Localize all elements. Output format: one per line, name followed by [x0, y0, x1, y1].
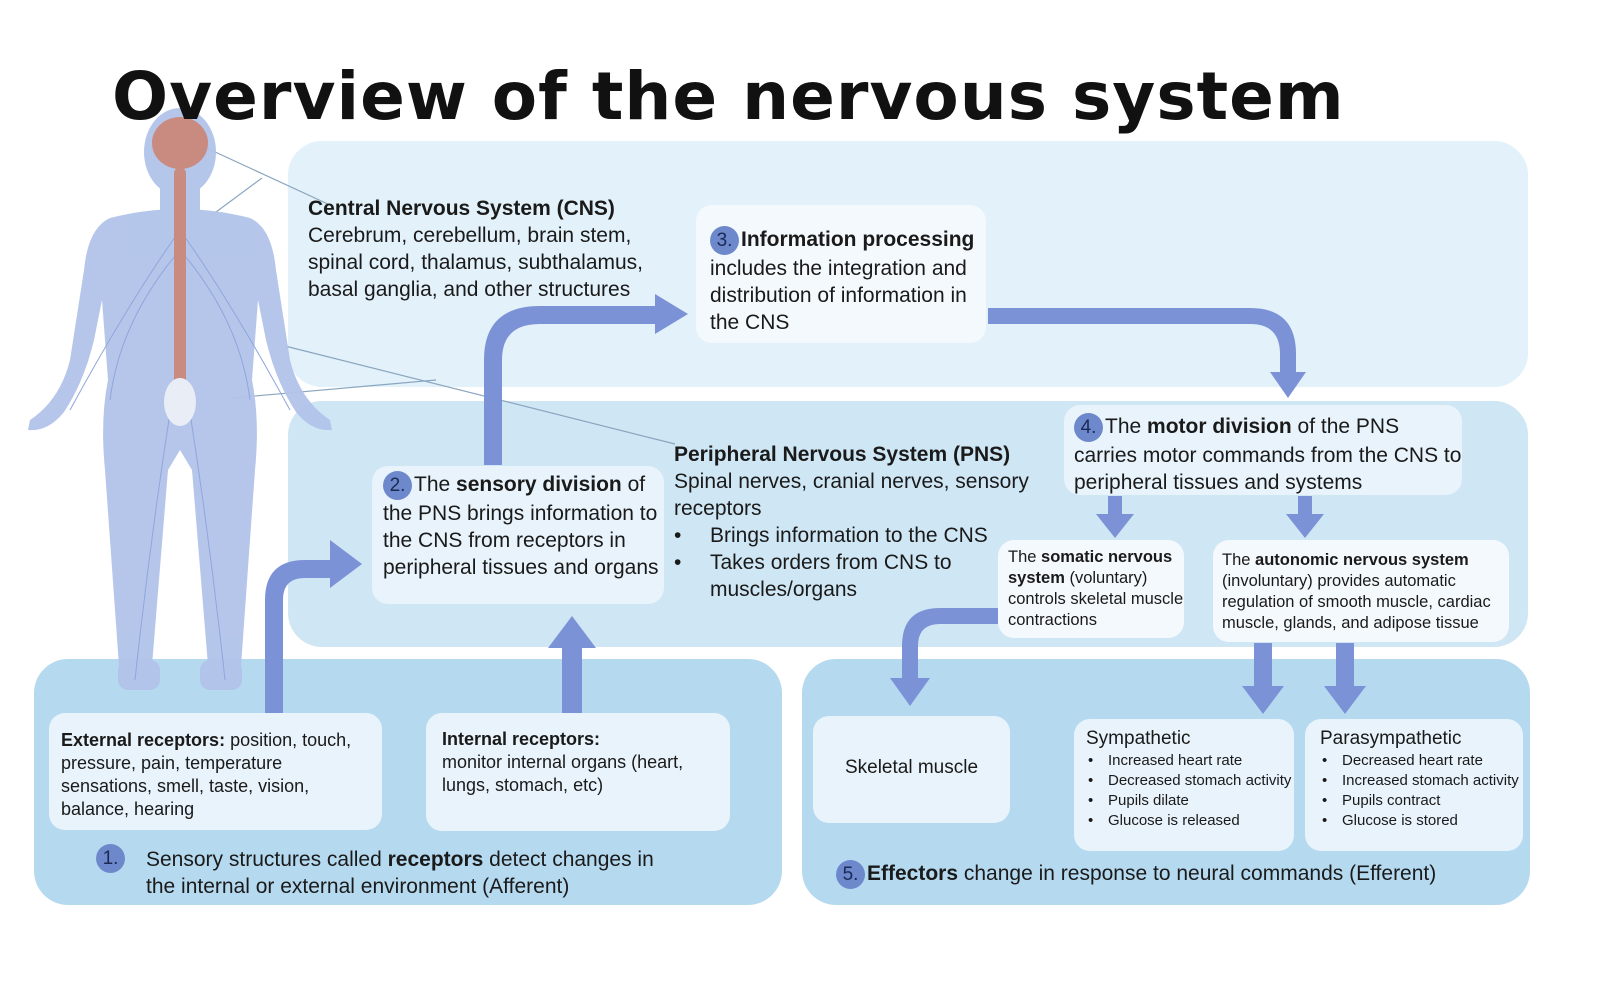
sympathetic-item-1: Increased heart rate	[1086, 751, 1292, 771]
arrow-ext-to-sensory	[265, 540, 362, 715]
information-processing-text: 3.Information processing includes the in…	[710, 226, 980, 336]
step-2-badge: 2.	[383, 471, 412, 500]
external-receptors-text: External receptors: position, touch, pre…	[61, 729, 377, 821]
pns-heading: Peripheral Nervous System (PNS)	[674, 443, 1011, 466]
pns-text: Peripheral Nervous System (PNS) Spinal n…	[674, 441, 1058, 603]
external-receptors-rest: position, touch, pressure, pain, tempera…	[61, 730, 352, 819]
autonomic-system-text: The autonomic nervous system (involuntar…	[1222, 550, 1508, 634]
arrow-motor-to-somatic	[1096, 496, 1134, 538]
sympathetic-content: Sympathetic Increased heart rate Decreas…	[1086, 727, 1292, 831]
arrow-int-to-sensory	[548, 616, 596, 713]
parasympathetic-item-2: Increased stomach activity	[1320, 771, 1520, 791]
sympathetic-title: Sympathetic	[1086, 728, 1191, 749]
internal-receptors-box	[426, 713, 730, 831]
step-1-badge: 1.	[96, 844, 125, 873]
information-processing-box	[696, 205, 986, 343]
sympathetic-list: Increased heart rate Decreased stomach a…	[1086, 751, 1292, 831]
internal-receptors-rest: monitor internal organs (heart, lungs, s…	[442, 752, 684, 795]
arrow-somatic-to-skeletal	[890, 608, 998, 706]
step-3-rest: includes the integration and distributio…	[710, 257, 967, 334]
step-5-badge: 5.	[836, 860, 865, 889]
somatic-rest: (voluntary) controls skeletal muscle con…	[1008, 569, 1184, 629]
external-receptors-bold: External receptors:	[61, 730, 226, 750]
parasympathetic-content: Parasympathetic Decreased heart rate Inc…	[1320, 727, 1520, 831]
pns-bullet-1: Brings information to the CNS	[674, 522, 1058, 549]
step-4-pre: The	[1105, 415, 1148, 439]
pns-description: Spinal nerves, cranial nerves, sensory r…	[674, 470, 1029, 520]
internal-receptors-bold: Internal receptors:	[442, 729, 601, 749]
motor-division-box	[1064, 405, 1462, 495]
step-5-bold: Effectors	[867, 862, 959, 886]
somatic-pre: The	[1008, 548, 1042, 566]
step-4-bold: motor division	[1147, 415, 1292, 439]
autonomic-pre: The	[1222, 551, 1256, 569]
skeletal-muscle-box	[813, 716, 1010, 823]
autonomic-system-box	[1213, 540, 1509, 642]
arrow-autonomic-to-sympathetic	[1242, 643, 1284, 714]
arrow-autonomic-to-parasympathetic	[1324, 643, 1366, 714]
step-1-bold: receptors	[387, 848, 484, 871]
step-4-rest: of the PNS carries motor commands from t…	[1074, 415, 1462, 494]
motor-division-text: 4.The motor division of the PNS carries …	[1074, 413, 1462, 496]
cns-text: Central Nervous System (CNS) Cerebrum, c…	[308, 195, 688, 303]
sympathetic-item-2: Decreased stomach activity	[1086, 771, 1292, 791]
parasympathetic-list: Decreased heart rate Increased stomach a…	[1320, 751, 1520, 831]
step-2-pre: The	[414, 473, 457, 497]
step-1-text: Sensory structures called receptors dete…	[146, 846, 686, 900]
nerve-lines	[69, 229, 291, 681]
sensory-division-text: 2.The sensory division of the PNS brings…	[383, 471, 661, 581]
cns-line-2: spinal cord, thalamus, subthalamus,	[308, 251, 644, 274]
arrow-cns-to-motor	[988, 308, 1306, 398]
somatic-bold: somatic nervous system	[1008, 548, 1173, 587]
spinal-cord-shape	[174, 168, 186, 390]
step-3-bold: Information processing	[741, 228, 975, 252]
external-receptors-box	[49, 713, 382, 830]
step-1-badge-wrap: 1.	[96, 844, 127, 873]
brain-shape	[152, 117, 208, 169]
autonomic-bold: autonomic nervous system	[1255, 551, 1469, 569]
step-5-text: 5.Effectors change in response to neural…	[836, 860, 1516, 889]
step-2-rest: of the PNS brings information to the CNS…	[383, 473, 659, 579]
arrow-motor-to-autonomic	[1286, 496, 1324, 538]
internal-receptors-text: Internal receptors: monitor internal org…	[442, 728, 726, 797]
sympathetic-item-3: Pupils dilate	[1086, 791, 1292, 811]
pns-bullet-2: Takes orders from CNS to muscles/organs	[674, 549, 1058, 603]
arrow-sensory-to-cns	[484, 294, 688, 465]
somatic-system-box	[998, 540, 1184, 638]
parasympathetic-item-1: Decreased heart rate	[1320, 751, 1520, 771]
autonomic-rest: (involuntary) provides automatic regulat…	[1222, 572, 1491, 632]
somatic-system-text: The somatic nervous system (voluntary) c…	[1008, 547, 1184, 631]
pns-bullets: Brings information to the CNS Takes orde…	[674, 522, 1058, 603]
step-3-badge: 3.	[710, 226, 739, 255]
step-1-pre: Sensory structures called	[146, 848, 388, 871]
step-4-badge: 4.	[1074, 413, 1103, 442]
sensory-division-box	[372, 466, 664, 604]
flow-arrows	[265, 294, 1366, 715]
skeletal-muscle-label: Skeletal muscle	[844, 757, 979, 778]
cns-line-1: Cerebrum, cerebellum, brain stem,	[308, 224, 632, 247]
cns-line-3: basal ganglia, and other structures	[308, 278, 631, 301]
step-2-bold: sensory division	[456, 473, 622, 497]
parasympathetic-title: Parasympathetic	[1320, 728, 1462, 749]
step-5-rest: change in response to neural commands (E…	[958, 862, 1437, 886]
sympathetic-item-4: Glucose is released	[1086, 811, 1292, 831]
leader-lines	[199, 144, 676, 445]
page-title: Overview of the nervous system	[112, 58, 1345, 135]
step-1-rest: detect changes in the internal or extern…	[146, 848, 654, 898]
parasympathetic-item-3: Pupils contract	[1320, 791, 1520, 811]
cns-heading: Central Nervous System (CNS)	[308, 197, 615, 220]
pelvis-shape	[164, 378, 196, 426]
parasympathetic-item-4: Glucose is stored	[1320, 811, 1520, 831]
